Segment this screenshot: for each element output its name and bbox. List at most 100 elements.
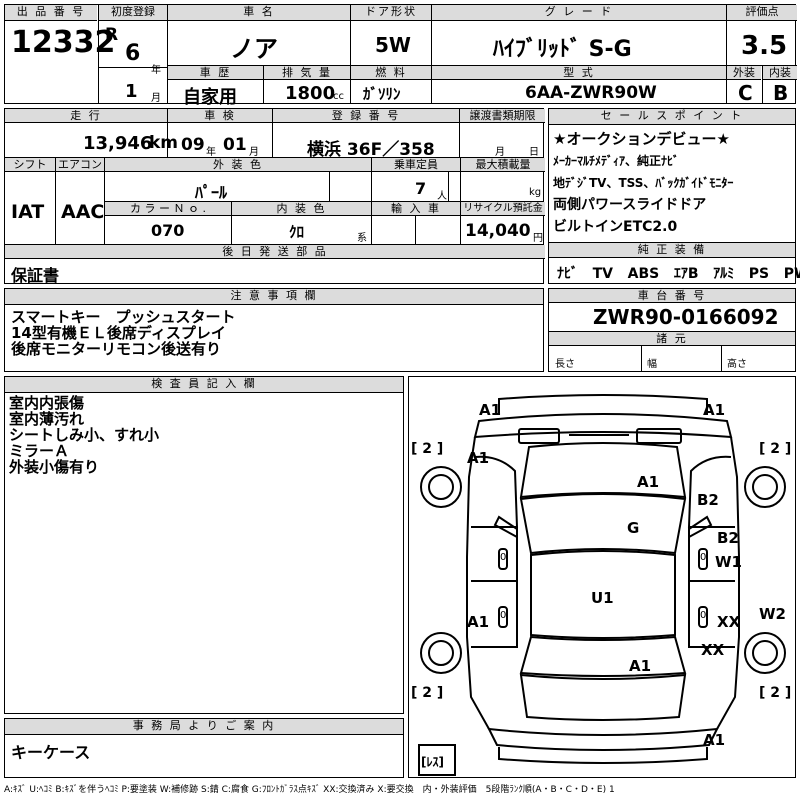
later-parts: 保証書 <box>11 266 60 285</box>
mark-b2-upper: B2 <box>697 491 719 509</box>
mileage-unit: km <box>149 133 179 153</box>
door: 5W <box>375 33 411 57</box>
int-color-unit: 系 <box>357 233 367 244</box>
mark-fender-left: A1 <box>467 449 490 467</box>
sales-point-line: ★オークションデビュー★ <box>553 130 730 148</box>
exterior-label: 外装 <box>727 66 761 80</box>
inspector-line: ミラーＡ <box>9 442 70 460</box>
note-line: 後席モニターリモコン後送有り <box>11 340 222 358</box>
mark-xx-right1: XX <box>717 613 741 631</box>
equipment-item: PW <box>783 266 800 282</box>
inspection-month-unit: 月 <box>249 147 259 158</box>
equipment-item: ABS <box>627 266 660 282</box>
header-block: 出 品 番 号 12332 初度登録 R 6 年 1 月 車 名 ノア 車 歴 … <box>4 4 797 108</box>
transfer-month-unit: 月 <box>495 147 505 158</box>
ac: AAC <box>61 201 105 223</box>
history: 自家用 <box>183 87 237 108</box>
displacement: 1800 <box>285 83 336 104</box>
reg-month-unit: 月 <box>151 93 161 104</box>
mileage: 13,946 <box>83 133 153 154</box>
inspector-list: 室内内張傷 室内薄汚れ シートしみ小、すれ小 ミラーＡ 外装小傷有り <box>9 395 159 475</box>
inspector-block: 検 査 員 記 入 欄 室内内張傷 室内薄汚れ シートしみ小、すれ小 ミラーＡ … <box>4 376 404 714</box>
color-no-label: カ ラ ー Ｎ ｏ . <box>105 202 231 216</box>
mark-door-left: A1 <box>467 613 490 631</box>
mark-front-left: A1 <box>479 401 502 419</box>
capacity-unit: 人 <box>437 191 447 202</box>
tire-rear-right: [ 2 ] <box>759 685 792 701</box>
recycle-unit: 円 <box>533 233 543 244</box>
office-text: キーケース <box>11 743 91 762</box>
capacity: 7 <box>415 179 427 198</box>
zero-left-1: 0 <box>500 552 507 563</box>
length-label: 長さ <box>555 359 575 370</box>
legend: A:ｷｽﾞ U:ﾍｺﾐ B:ｷｽﾞを伴うﾍｺﾐ P:要塗装 W:補修跡 S:錆 … <box>4 785 615 795</box>
chassis-block: 車 台 番 号 ZWR90-0166092 諸 元 長さ 幅 高さ <box>548 288 796 372</box>
inspection-year-unit: 年 <box>206 147 216 158</box>
sales-point-line: ビルトインETC2.0 <box>553 219 678 235</box>
shift-label: シフト <box>5 158 55 172</box>
interior-grade: B <box>773 81 789 105</box>
mark-w2: W2 <box>759 605 786 623</box>
sales-point-line: ﾒｰｶｰﾏﾙﾁﾒﾃﾞｨｱ、純正ﾅﾋﾞ <box>553 154 680 168</box>
mark-front-right: A1 <box>703 401 726 419</box>
fuel: ｶﾞｿﾘﾝ <box>363 85 401 103</box>
fuel-label: 燃 料 <box>351 66 431 80</box>
inspection-year: 09 <box>181 135 205 155</box>
specs-block: 走 行 車 検 登 録 番 号 譲渡書類期限 13,946 km 09 年 01… <box>4 108 545 285</box>
inspector-line: シートしみ小、すれ小 <box>9 426 160 444</box>
mark-w1: W1 <box>715 553 742 571</box>
inspector-line: 室内内張傷 <box>9 394 85 412</box>
tire-rear-left: [ 2 ] <box>411 685 444 701</box>
sales-points-list: ★オークションデビュー★ ﾒｰｶｰﾏﾙﾁﾒﾃﾞｨｱ、純正ﾅﾋﾞ 地ﾃﾞｼﾞTV、… <box>553 131 733 235</box>
plate: 横浜 36F／358 <box>307 140 435 160</box>
transfer-label: 譲渡書類期限 <box>460 109 545 123</box>
note-line: 14型有機ＥＬ後席ディスプレイ <box>11 324 226 342</box>
recycle: 14,040 <box>465 221 531 241</box>
grade: ﾊｲﾌﾞﾘｯﾄﾞ S-G <box>493 37 632 62</box>
max-load-label: 最大積載量 <box>461 158 545 172</box>
recycle-label: リサイクル預託金 <box>461 202 545 216</box>
ext-color-label: 外 装 色 <box>105 158 371 172</box>
exterior-grade: C <box>738 81 753 105</box>
mark-xx-right2: XX <box>701 641 725 659</box>
ac-label: エアコン <box>56 158 104 172</box>
width-label: 幅 <box>647 359 657 370</box>
zero-right-1: 0 <box>700 552 707 563</box>
int-color-label: 内 装 色 <box>232 202 371 216</box>
max-load-unit: kg <box>529 187 542 198</box>
equipment-item: ｴｱB <box>673 266 699 282</box>
lot-number: 12332 <box>11 25 116 60</box>
equipment-item: ｱﾙﾐ <box>713 266 735 282</box>
sales-point-line: 地ﾃﾞｼﾞTV、TSS、ﾊﾞｯｸｶﾞｲﾄﾞﾓﾆﾀｰ <box>553 176 734 190</box>
zero-right-2: 0 <box>700 610 707 621</box>
color-no: 070 <box>151 221 185 240</box>
damage-diagram: A1 A1 A1 A1 B2 G B2 W1 U1 A1 XX W2 XX A1… <box>408 376 796 778</box>
first-reg-label: 初度登録 <box>99 5 167 21</box>
office-label: 事 務 局 よ り ご 案 内 <box>5 719 403 735</box>
reg-month: 1 <box>125 81 138 102</box>
notes-block: 注 意 事 項 欄 スマートキー プッシュスタート 14型有機ＥＬ後席ディスプレ… <box>4 288 544 372</box>
reg-year: 6 <box>125 41 141 66</box>
shift: IAT <box>11 201 45 223</box>
mark-windshield: G <box>627 519 640 537</box>
inspector-label: 検 査 員 記 入 欄 <box>5 377 403 393</box>
inspector-line: 室内薄汚れ <box>9 410 85 428</box>
chassis-label: 車 台 番 号 <box>549 289 795 303</box>
lot-number-label: 出 品 番 号 <box>5 5 97 21</box>
zero-left-2: 0 <box>500 610 507 621</box>
sales-point-line: 両側パワースライドドア <box>553 197 707 213</box>
mark-hood: A1 <box>637 473 660 491</box>
ext-color: ﾊﾟｰﾙ <box>195 183 228 202</box>
door-label: ドア形状 <box>351 5 431 21</box>
import-label: 輸 入 車 <box>372 202 460 216</box>
capacity-label: 乗車定員 <box>372 158 460 172</box>
car-outline <box>418 394 786 776</box>
history-label: 車 歴 <box>168 66 263 80</box>
inspector-line: 外装小傷有り <box>9 458 100 476</box>
note-line: スマートキー プッシュスタート <box>11 308 236 326</box>
displacement-label: 排 気 量 <box>264 66 350 80</box>
inspection-label: 車 検 <box>168 109 272 123</box>
car-name: ノア <box>230 35 278 63</box>
int-color: ｸﾛ <box>289 223 305 241</box>
office-block: 事 務 局 よ り ご 案 内 キーケース <box>4 718 404 778</box>
